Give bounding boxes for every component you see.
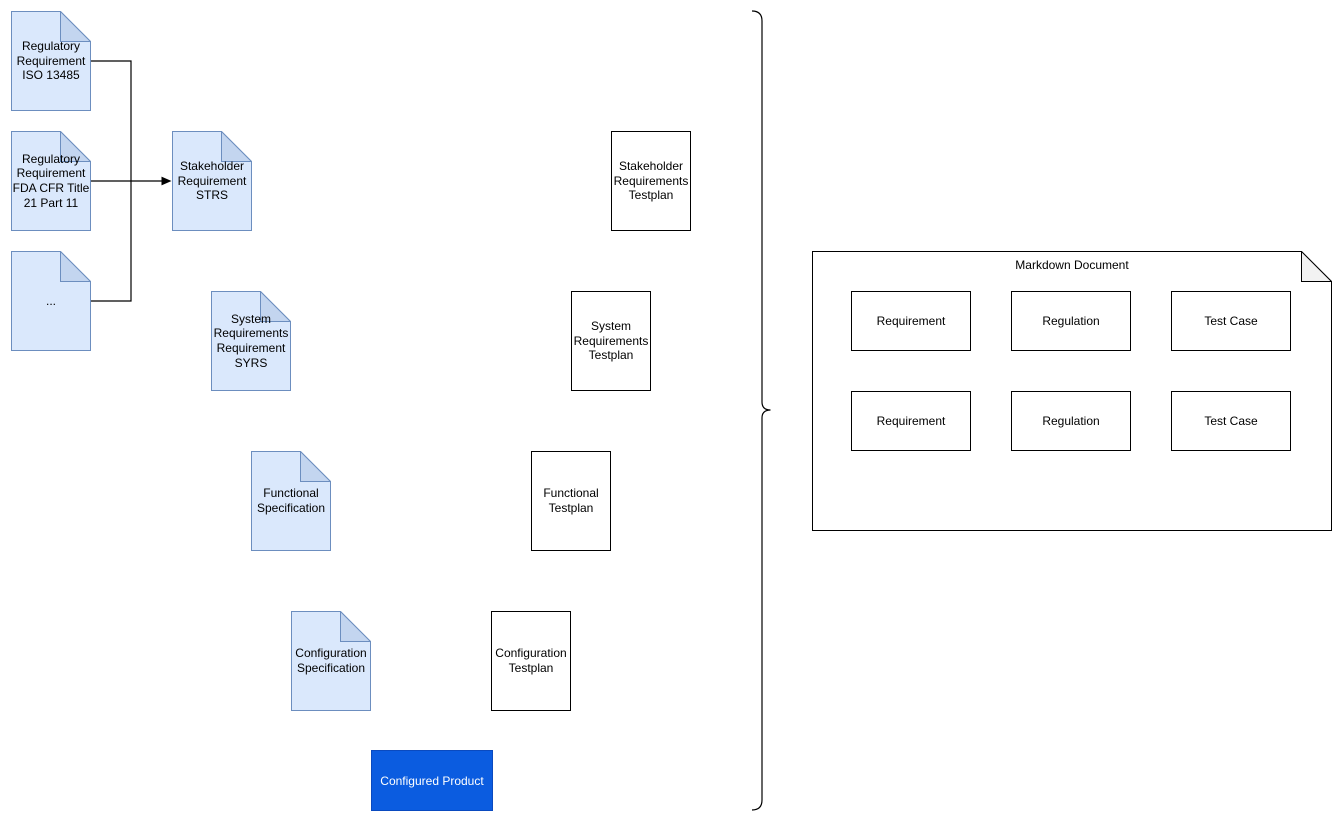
arrowhead-icon [161, 176, 172, 186]
markdown-document-note: Markdown Document Requirement Regulation… [812, 251, 1332, 531]
doc-label: Regulatory Requirement ISO 13485 [16, 39, 86, 83]
cell-requirement: Requirement [851, 291, 971, 351]
doc-regulatory-ellipsis: ... [11, 251, 91, 351]
box-system-requirements-testplan: System Requirements Testplan [571, 291, 651, 391]
folded-corner-icon [60, 131, 91, 162]
connector-merge-regulatory [91, 60, 132, 302]
document-note-icon [11, 131, 91, 231]
doc-functional-specification: Functional Specification [251, 451, 331, 551]
folded-corner-icon [221, 131, 252, 162]
doc-regulatory-iso13485: Regulatory Requirement ISO 13485 [11, 11, 91, 111]
folded-corner-icon [60, 251, 91, 282]
doc-regulatory-fda-cfr21: Regulatory Requirement FDA CFR Title 21 … [11, 131, 91, 231]
document-note-icon [291, 611, 371, 711]
folded-corner-icon [60, 11, 91, 42]
curly-brace [751, 10, 771, 811]
doc-configuration-specification: Configuration Specification [291, 611, 371, 711]
markdown-document-title: Markdown Document [1015, 258, 1129, 272]
cell-requirement: Requirement [851, 391, 971, 451]
cell-test-case: Test Case [1171, 291, 1291, 351]
document-note-icon [172, 131, 252, 231]
doc-stakeholder-requirement-strs: Stakeholder Requirement STRS [172, 131, 252, 231]
box-functional-testplan: Functional Testplan [531, 451, 611, 551]
doc-label: ... [45, 293, 56, 308]
doc-label: Functional Specification [256, 486, 326, 515]
cell-regulation: Regulation [1011, 391, 1131, 451]
folded-corner-icon [1301, 251, 1332, 282]
document-note-icon [251, 451, 331, 551]
box-stakeholder-requirements-testplan: Stakeholder Requirements Testplan [611, 131, 691, 231]
cell-regulation: Regulation [1011, 291, 1131, 351]
doc-label: Stakeholder Requirement STRS [177, 159, 247, 203]
doc-system-requirements-syrs: System Requirements Requirement SYRS [211, 291, 291, 391]
doc-label: System Requirements Requirement SYRS [213, 311, 289, 370]
folded-corner-icon [260, 291, 291, 322]
folded-corner-icon [300, 451, 331, 482]
cell-test-case: Test Case [1171, 391, 1291, 451]
box-configured-product: Configured Product [371, 750, 493, 811]
box-configuration-testplan: Configuration Testplan [491, 611, 571, 711]
document-note-icon [211, 291, 291, 391]
doc-label: Configuration Specification [295, 646, 367, 675]
document-note-icon [11, 251, 91, 351]
document-note-icon [11, 11, 91, 111]
doc-label: Regulatory Requirement FDA CFR Title 21 … [12, 151, 90, 210]
folded-corner-icon [340, 611, 371, 642]
